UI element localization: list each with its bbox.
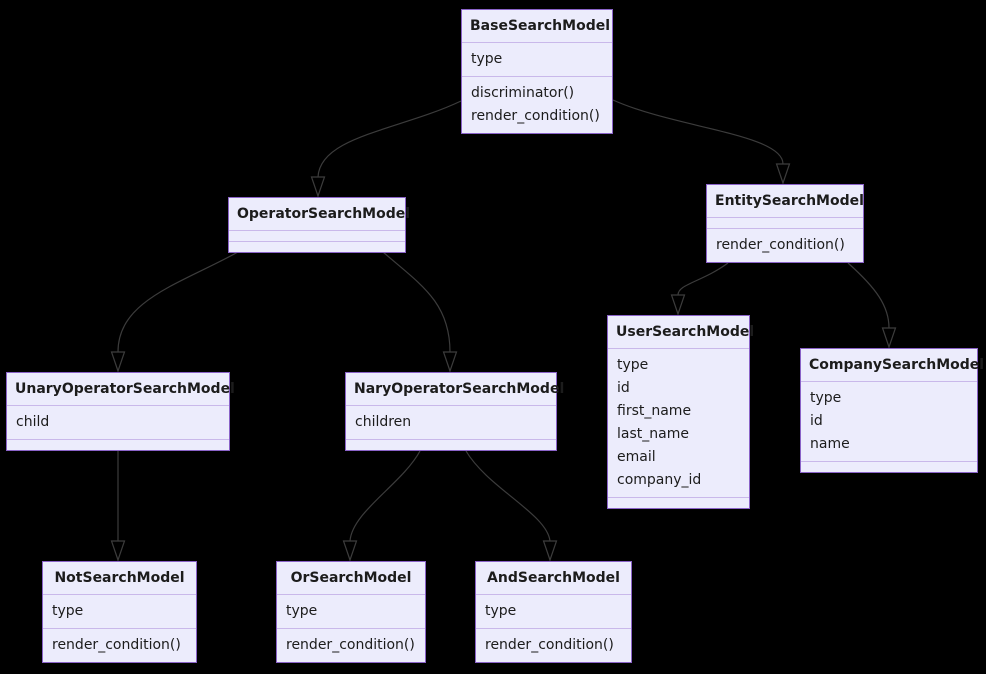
hollow-triangle-arrowhead — [670, 294, 686, 316]
attribute-row: id — [617, 380, 630, 396]
attribute-row: type — [617, 357, 649, 373]
attribute-row: company_id — [617, 472, 702, 488]
class-box-user-search-model: UserSearchModel type id first_name last_name… — [607, 315, 754, 509]
hollow-triangle-arrowhead — [442, 351, 458, 373]
methods-section — [7, 440, 229, 450]
hollow-triangle-arrowhead — [310, 176, 326, 198]
class-name: AndSearchModel — [476, 562, 631, 595]
methods-section: render_condition() — [476, 629, 631, 662]
hollow-triangle-arrowhead — [775, 163, 791, 185]
attribute-row: type — [52, 603, 84, 619]
attribute-row: type — [286, 603, 318, 619]
attribute-row: child — [16, 414, 50, 430]
method-row: render_condition() — [485, 637, 614, 653]
class-name: BaseSearchModel — [462, 10, 612, 43]
attributes-section: child — [7, 406, 229, 440]
attributes-section: type id name — [801, 382, 977, 462]
attribute-row: type — [471, 51, 503, 67]
inheritance-edge-operator-search-model-to-nary-operator-search-model — [382, 251, 451, 353]
hollow-triangle-arrowhead — [110, 540, 126, 562]
methods-section: discriminator() render_condition() — [462, 77, 612, 133]
attribute-row: first_name — [617, 403, 692, 419]
class-name: NaryOperatorSearchModel — [346, 373, 564, 406]
methods-section: render_condition() — [43, 629, 196, 662]
methods-section — [608, 498, 749, 508]
inheritance-edge-operator-search-model-to-unary-operator-search-model — [117, 251, 239, 353]
class-name: CompanySearchModel — [801, 349, 984, 382]
attribute-row: name — [810, 436, 850, 452]
method-row: render_condition() — [286, 637, 415, 653]
attribute-row: children — [355, 414, 412, 430]
inheritance-edge-base-search-model-to-entity-search-model — [612, 99, 784, 165]
inheritance-edge-base-search-model-to-operator-search-model — [317, 100, 462, 178]
methods-section — [801, 462, 977, 472]
attribute-row: type — [485, 603, 517, 619]
inheritance-edge-entity-search-model-to-company-search-model — [847, 262, 890, 329]
class-box-nary-operator-search-model: NaryOperatorSearchModel children — [345, 372, 564, 451]
attributes-section: type — [462, 43, 612, 77]
class-box-operator-search-model: OperatorSearchModel — [228, 197, 410, 253]
attributes-section — [229, 231, 405, 242]
attribute-row: id — [810, 413, 823, 429]
class-box-not-search-model: NotSearchModel type render_condition() — [42, 561, 197, 663]
inheritance-edge-entity-search-model-to-user-search-model — [677, 262, 729, 296]
attributes-section — [707, 218, 863, 229]
attributes-section: type — [43, 595, 196, 629]
methods-section — [229, 242, 405, 252]
class-box-entity-search-model: EntitySearchModel render_condition() — [706, 184, 864, 263]
attributes-section: type — [476, 595, 631, 629]
class-box-or-search-model: OrSearchModel type render_condition() — [276, 561, 426, 663]
method-row: render_condition() — [716, 237, 845, 253]
class-name: UserSearchModel — [608, 316, 754, 349]
attributes-section: children — [346, 406, 556, 440]
class-name: NotSearchModel — [43, 562, 196, 595]
attribute-row: last_name — [617, 426, 689, 442]
hollow-triangle-arrowhead — [342, 540, 358, 562]
attributes-section: type — [277, 595, 425, 629]
class-box-base-search-model: BaseSearchModel type discriminator() render… — [461, 9, 613, 134]
class-name: OrSearchModel — [277, 562, 425, 595]
methods-section: render_condition() — [277, 629, 425, 662]
attribute-row: email — [617, 449, 656, 465]
class-name: EntitySearchModel — [707, 185, 864, 218]
class-name: UnaryOperatorSearchModel — [7, 373, 235, 406]
method-row: render_condition() — [52, 637, 181, 653]
method-row: discriminator() — [471, 85, 575, 101]
hollow-triangle-arrowhead — [110, 351, 126, 373]
inheritance-edge-nary-operator-search-model-to-or-search-model — [349, 450, 421, 542]
attribute-row: type — [810, 390, 842, 406]
method-row: render_condition() — [471, 108, 600, 124]
methods-section: render_condition() — [707, 229, 863, 262]
hollow-triangle-arrowhead — [542, 540, 558, 562]
hollow-triangle-arrowhead — [881, 327, 897, 349]
class-box-company-search-model: CompanySearchModel type id name — [800, 348, 984, 473]
methods-section — [346, 440, 556, 450]
inheritance-edge-nary-operator-search-model-to-and-search-model — [465, 450, 551, 542]
class-box-and-search-model: AndSearchModel type render_condition() — [475, 561, 632, 663]
class-box-unary-operator-search-model: UnaryOperatorSearchModel child — [6, 372, 235, 451]
class-name: OperatorSearchModel — [229, 198, 410, 231]
